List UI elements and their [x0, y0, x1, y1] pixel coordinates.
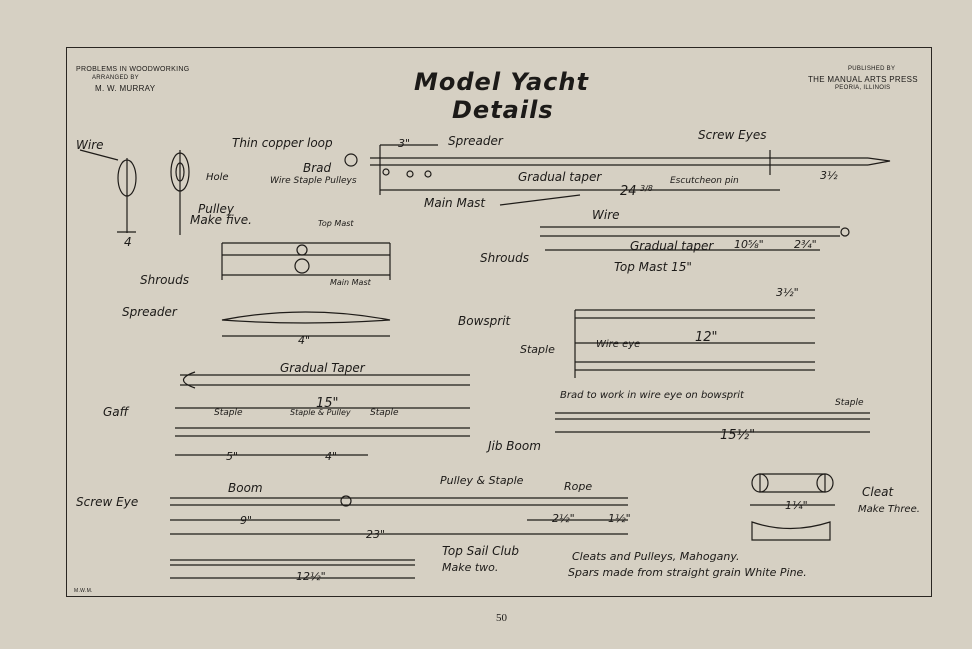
dim-15-jib: 15½" — [720, 428, 756, 443]
label-rope: Rope — [564, 480, 593, 493]
dim-1-half: 1½" — [608, 512, 631, 525]
dim-4-gaff: 4" — [325, 450, 338, 463]
label-make-five: Make five. — [190, 213, 252, 227]
dim-12-half: 12½" — [296, 570, 326, 583]
label-brad-note: Brad to work in wire eye on bowsprit — [560, 390, 744, 401]
dim-9: 9" — [240, 514, 253, 527]
label-pulley: Pulley — [198, 202, 234, 216]
dim-12: 12" — [695, 330, 718, 345]
label-thin-copper-loop: Thin copper loop — [232, 136, 333, 150]
cleat-top-view — [759, 473, 826, 493]
dim-24: 24 — [620, 184, 637, 199]
dim-3-half-mast: 3½ — [820, 169, 838, 182]
label-hole: Hole — [206, 172, 229, 183]
label-shrouds-mid: Shrouds — [480, 251, 529, 265]
initials: M.W.M. — [74, 588, 93, 594]
header-right-line3: PEORIA, ILLINOIS — [835, 85, 891, 91]
dim-10: 10⅝" — [734, 238, 764, 251]
dim-2-half: 2½" — [552, 512, 575, 525]
label-wire-eye: Wire eye — [596, 339, 641, 350]
label-screw-eyes: Screw Eyes — [698, 128, 767, 142]
label-staple-g1: Staple — [214, 408, 243, 418]
note-spars: Spars made from straight grain White Pin… — [568, 566, 807, 579]
header-left-line3: M. W. MURRAY — [95, 84, 156, 93]
label-cleat: Cleat — [862, 485, 894, 499]
drawing-border — [66, 47, 932, 597]
label-escutcheon-pin: Escutcheon pin — [670, 176, 739, 186]
label-jib-boom: Jib Boom — [488, 439, 541, 453]
label-bowsprit: Bowsprit — [458, 314, 511, 328]
label-pulley-staple: Pulley & Staple — [440, 474, 524, 487]
spreader-drawing — [221, 311, 391, 324]
cleat-side-view — [751, 521, 831, 541]
label-shrouds-left: Shrouds — [140, 273, 189, 287]
dim-3-half-bow: 3½" — [776, 286, 799, 299]
label-top-mast: Top Mast 15" — [614, 260, 692, 274]
dim-15-gaff: 15" — [316, 396, 339, 411]
label-boom: Boom — [228, 481, 263, 495]
label-main-mast-small: Main Mast — [330, 278, 371, 287]
dim-1-quarter: 1¼" — [785, 499, 808, 512]
label-screw-eye: Screw Eye — [76, 495, 139, 509]
label-brad: Brad — [303, 161, 332, 175]
gaff-jaw — [182, 371, 196, 389]
page-number: 50 — [496, 612, 507, 624]
header-right-line1: PUBLISHED BY — [848, 66, 896, 72]
label-wire: Wire — [76, 138, 104, 152]
dim-3: 3" — [398, 137, 411, 150]
label-wire-top-mast: Wire — [592, 208, 620, 222]
title-line2: Details — [452, 96, 554, 124]
label-gradual-taper-mast: Gradual taper — [518, 170, 602, 184]
label-make-two: Make two. — [442, 561, 499, 574]
label-gradual-taper-gaff: Gradual Taper — [280, 361, 365, 375]
label-staple-bow: Staple — [520, 343, 555, 356]
label-top-mast-small: Top Mast — [318, 219, 354, 228]
label-top-sail-club: Top Sail Club — [442, 544, 520, 558]
label-spreader-left: Spreader — [122, 305, 177, 319]
header-left-line1: PROBLEMS IN WOODWORKING — [76, 66, 190, 73]
label-wire-staple-pulleys: Wire Staple Pulleys — [270, 176, 357, 186]
dim-2-3-4: 2¾" — [794, 238, 817, 251]
header-right-line2: THE MANUAL ARTS PRESS — [808, 75, 918, 84]
label-main-mast: Main Mast — [424, 196, 486, 210]
label-gaff: Gaff — [103, 405, 129, 419]
label-staple-pulley: Staple & Pulley — [290, 408, 351, 417]
dim-4-spreader: 4" — [298, 334, 311, 347]
note-cleats-pulleys: Cleats and Pulleys, Mahogany. — [572, 550, 740, 563]
label-spreader-top: Spreader — [448, 134, 503, 148]
dim-24-fraction: 3/8 — [640, 184, 653, 193]
header-left-line2: ARRANGED BY — [92, 75, 139, 81]
dim-5-gaff: 5" — [226, 450, 239, 463]
dim-23: 23" — [366, 528, 386, 541]
title-line1: Model Yacht — [414, 68, 589, 96]
label-gradual-taper-top: Gradual taper — [630, 239, 714, 253]
dim-4-pulley: 4 — [124, 235, 132, 249]
label-staple-jib: Staple — [835, 398, 864, 408]
label-make-three: Make Three. — [858, 504, 920, 515]
label-staple-g2: Staple — [370, 408, 399, 418]
